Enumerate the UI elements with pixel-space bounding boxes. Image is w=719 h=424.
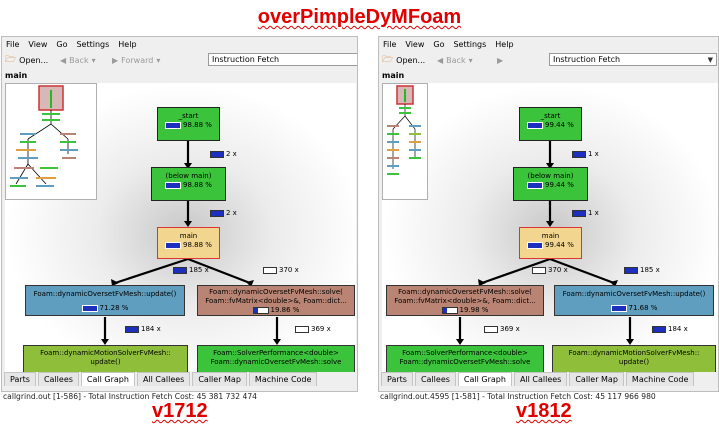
menu-bar: File View Go Settings Help (2, 37, 357, 51)
version-label-right: v1812 (516, 400, 572, 422)
node-motion-solver[interactable]: Foam::dynamicMotionSolverFvMesh:: update… (23, 345, 188, 372)
call-count: 184 x (125, 325, 161, 333)
call-count: 185 x (624, 266, 660, 274)
cost-bar (165, 122, 182, 129)
forward-arrow-icon: ▶ (112, 55, 119, 65)
page-title: overPimpleDyMFoam (257, 6, 462, 28)
tab-parts[interactable]: Parts (4, 372, 36, 386)
tab-callees[interactable]: Callees (37, 372, 79, 386)
call-count: 2 x (210, 150, 237, 158)
menu-view[interactable]: View (405, 39, 425, 49)
tab-all-callees[interactable]: All Callees (513, 372, 568, 386)
menu-file[interactable]: File (383, 39, 397, 49)
cost-bar (165, 182, 182, 189)
back-button[interactable]: ◀ Back ▾ (60, 55, 96, 65)
tab-all-callees[interactable]: All Callees (136, 372, 191, 386)
chevron-down-icon: ▼ (707, 56, 713, 64)
menu-settings[interactable]: Settings (453, 39, 487, 49)
node-main[interactable]: main 98.88 % (157, 227, 220, 259)
tab-caller-map[interactable]: Caller Map (569, 372, 624, 386)
kcachegrind-window-left: File View Go Settings Help 🗁 Open... ◀ B… (1, 36, 358, 392)
tab-bar: Parts Callees Call Graph All Callees Cal… (2, 372, 357, 386)
cost-bar (165, 242, 182, 249)
call-graph-overview[interactable] (5, 83, 97, 200)
call-graph-edges (456, 141, 634, 345)
back-arrow-icon: ◀ (437, 55, 444, 65)
call-count: 1 x (572, 209, 599, 217)
cost-bar (527, 182, 544, 189)
chevron-down-icon: ▾ (156, 55, 161, 65)
tab-parts[interactable]: Parts (381, 372, 413, 386)
folder-icon: 🗁 (5, 55, 17, 65)
version-label-left: v1712 (152, 400, 208, 422)
status-bar-left: callgrind.out [1-586] - Total Instructio… (3, 392, 258, 401)
toolbar: 🗁 Open... ◀ Back ▾ ▶ Instruction Fetch ▼ (379, 52, 718, 68)
tab-bar: Parts Callees Call Graph All Callees Cal… (379, 372, 718, 386)
cost-bar (527, 122, 544, 129)
menu-settings[interactable]: Settings (76, 39, 110, 49)
tab-machine-code[interactable]: Machine Code (248, 372, 318, 386)
call-count: 1 x (572, 150, 599, 158)
event-type-select[interactable]: Instruction Fetch ▼ (549, 53, 717, 66)
menu-file[interactable]: File (6, 39, 20, 49)
tab-call-graph[interactable]: Call Graph (80, 372, 135, 386)
open-button[interactable]: 🗁 Open... (382, 53, 425, 67)
call-count: 369 x (295, 325, 331, 333)
tab-machine-code[interactable]: Machine Code (625, 372, 695, 386)
node-solve[interactable]: Foam::dynamicOversetFvMesh::solve( Foam:… (197, 285, 355, 316)
overview-thumbnail (387, 85, 421, 175)
event-type-select[interactable]: Instruction Fetch ▼ (208, 53, 357, 66)
open-button[interactable]: 🗁 Open... (5, 53, 48, 67)
menu-go[interactable]: Go (56, 39, 68, 49)
node-solver-performance[interactable]: Foam::SolverPerformance<double> Foam::dy… (386, 345, 544, 372)
call-count: 184 x (652, 325, 688, 333)
node-solver-performance[interactable]: Foam::SolverPerformance<double> Foam::dy… (197, 345, 355, 372)
node-below-main[interactable]: (below main) 99.44 % (513, 167, 588, 201)
call-count: 2 x (210, 209, 237, 217)
panel-label: main (5, 71, 28, 80)
forward-button[interactable]: ▶ Forward ▾ (112, 55, 161, 65)
call-graph-canvas[interactable]: _start 98.88 % 2 x (below main) 98.88 % … (5, 83, 356, 372)
chevron-down-icon: ▾ (468, 55, 473, 65)
tab-caller-map[interactable]: Caller Map (192, 372, 247, 386)
node-update[interactable]: Foam::dynamicOversetFvMesh::update() 71.… (25, 285, 185, 316)
node-start[interactable]: _start 99.44 % (519, 107, 582, 141)
back-arrow-icon: ◀ (60, 55, 67, 65)
toolbar: 🗁 Open... ◀ Back ▾ ▶ Forward ▾ Instructi… (2, 52, 357, 68)
call-graph-overview[interactable] (382, 83, 428, 200)
chevron-down-icon: ▾ (91, 55, 96, 65)
call-graph-edges (101, 141, 281, 345)
node-below-main[interactable]: (below main) 98.88 % (151, 167, 226, 201)
node-solve[interactable]: Foam::dynamicOversetFvMesh::solve( Foam:… (386, 285, 544, 316)
call-graph-canvas[interactable]: _start 99.44 % 1 x (below main) 99.44 % … (382, 83, 718, 372)
forward-arrow-icon: ▶ (497, 55, 504, 65)
node-update[interactable]: Foam::dynamicOversetFvMesh::update() 71.… (554, 285, 714, 316)
menu-view[interactable]: View (28, 39, 48, 49)
folder-icon: 🗁 (382, 55, 394, 65)
menu-bar: File View Go Settings Help (379, 37, 718, 51)
forward-button[interactable]: ▶ (497, 53, 503, 67)
overview-thumbnail (10, 85, 78, 187)
cost-bar (81, 305, 98, 312)
kcachegrind-window-right: File View Go Settings Help 🗁 Open... ◀ B… (378, 36, 719, 392)
cost-bar (610, 305, 627, 312)
tab-call-graph[interactable]: Call Graph (457, 372, 512, 386)
tab-callees[interactable]: Callees (414, 372, 456, 386)
call-count: 185 x (173, 266, 209, 274)
status-bar-right: callgrind.out.4595 [1-581] - Total Instr… (380, 392, 656, 401)
menu-go[interactable]: Go (433, 39, 445, 49)
menu-help[interactable]: Help (495, 39, 514, 49)
node-start[interactable]: _start 98.88 % (157, 107, 220, 141)
call-count: 370 x (263, 266, 299, 274)
back-button[interactable]: ◀ Back ▾ (437, 55, 473, 65)
panel-label: main (382, 71, 405, 80)
call-count: 369 x (484, 325, 520, 333)
call-count: 370 x (532, 266, 568, 274)
cost-bar (527, 242, 544, 249)
cost-bar (252, 307, 269, 314)
cost-bar (441, 307, 458, 314)
node-motion-solver[interactable]: Foam::dynamicMotionSolverFvMesh:: update… (552, 345, 716, 372)
menu-help[interactable]: Help (118, 39, 137, 49)
node-main[interactable]: main 99.44 % (519, 227, 582, 259)
